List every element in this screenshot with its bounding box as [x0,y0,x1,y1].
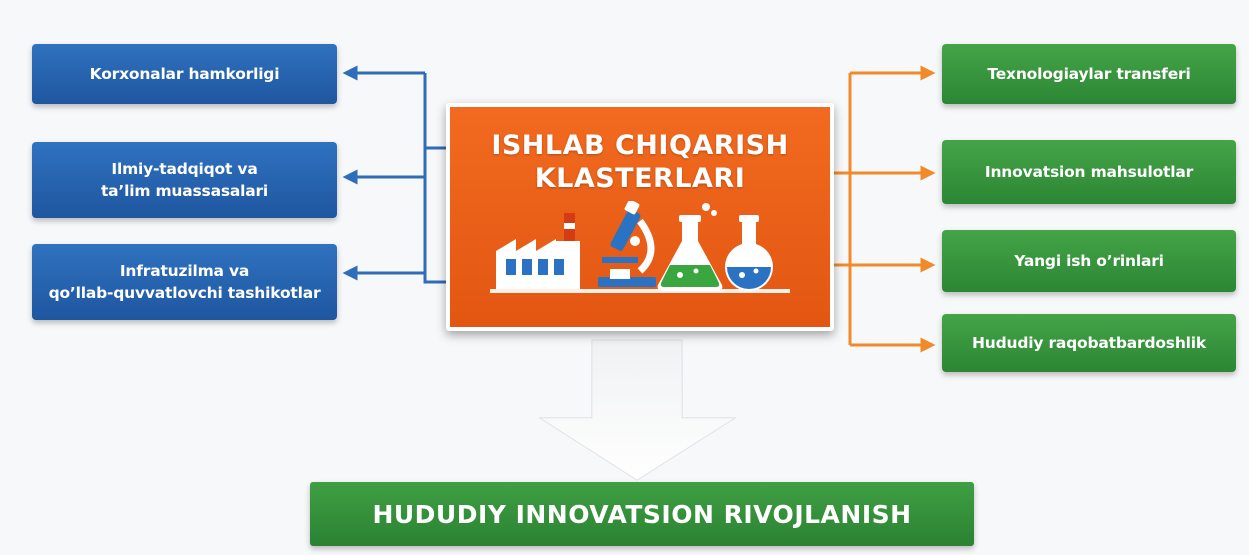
left-box-1-label: Korxonalar hamkorligi [89,65,280,83]
right-box-2: Innovatsion mahsulotlar [942,140,1236,204]
left-box-3-label: Infratuzilma va qo’llab-quvvatlovchi tas… [48,262,321,302]
microscope-icon [598,201,656,287]
left-box-2: Ilmiy-tadqiqot va ta’lim muassasalari [32,142,337,218]
right-connectors [832,65,936,353]
bottom-box-label: HUDUDIY INNOVATSION RIVOJLANISH [372,499,912,529]
left-box-2-label: Ilmiy-tadqiqot va ta’lim muassasalari [100,160,269,200]
left-box-1: Korxonalar hamkorligi [32,44,337,104]
center-icons [490,201,790,293]
right-box-2-label: Innovatsion mahsulotlar [984,163,1194,181]
flask-blue-icon [725,215,773,291]
left-connectors [342,65,455,284]
right-box-4-label: Hududiy raqobatbardoshlik [972,334,1206,352]
factory-icon [490,213,790,293]
down-arrow [538,339,737,481]
center-title: ISHLAB CHIQARISH KLASTERLARI [491,130,789,194]
right-box-1: Texnologiaylar transferi [942,44,1236,104]
right-box-4: Hududiy raqobatbardoshlik [942,314,1236,372]
flask-green-icon [657,203,723,291]
right-box-3: Yangi ish o’rinlari [942,230,1236,292]
left-box-3: Infratuzilma va qo’llab-quvvatlovchi tas… [32,244,337,320]
right-box-3-label: Yangi ish o’rinlari [1014,252,1164,270]
bottom-box: HUDUDIY INNOVATSION RIVOJLANISH [310,482,974,546]
right-box-1-label: Texnologiaylar transferi [987,65,1191,83]
center-box: ISHLAB CHIQARISH KLASTERLARI [446,103,834,331]
